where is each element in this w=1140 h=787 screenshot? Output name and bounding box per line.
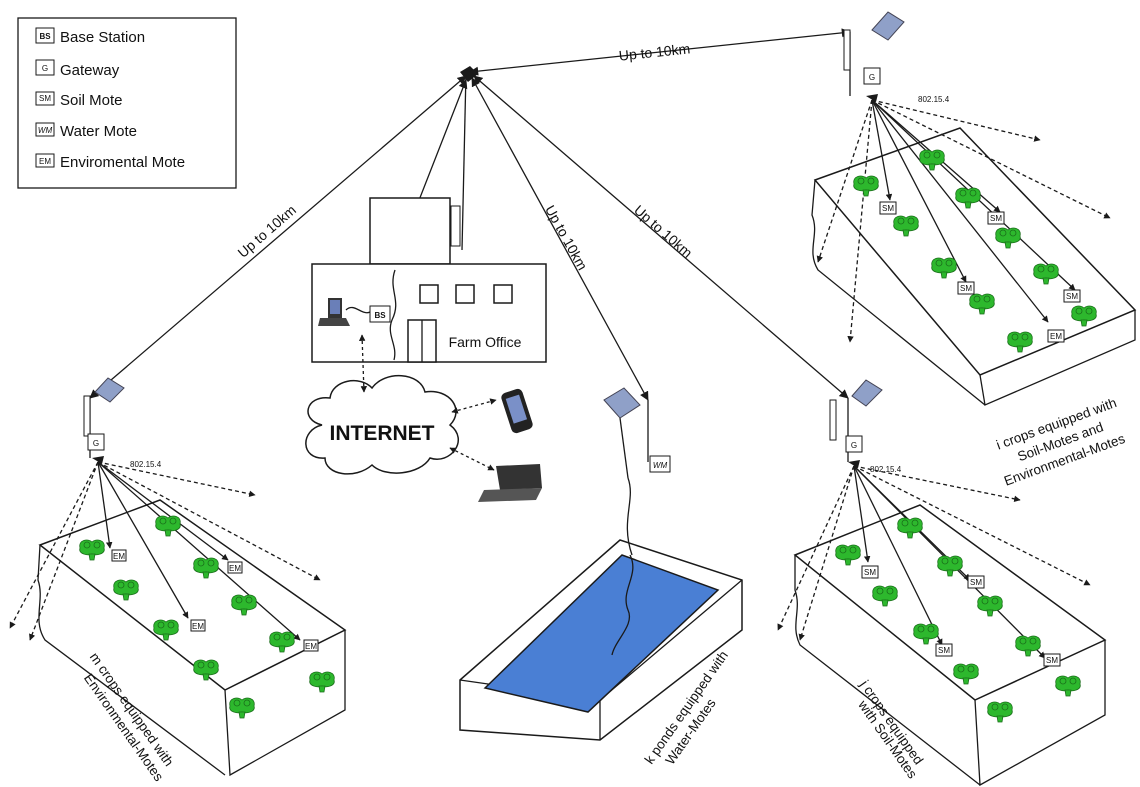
- right-bottom-protocol-label: 802.15.4: [870, 465, 902, 474]
- svg-text:WM: WM: [38, 126, 53, 135]
- legend-item-gateway: G Gateway: [35, 59, 120, 79]
- pond-field: WM: [459, 387, 743, 741]
- rt-soil-mote-1: SM: [882, 204, 894, 213]
- left-env-mote-1: EM: [113, 552, 125, 561]
- svg-text:EM: EM: [39, 157, 51, 166]
- rt-soil-mote-3: SM: [960, 284, 972, 293]
- right-top-gateway: G: [843, 11, 905, 102]
- laptop-icon: [478, 464, 542, 502]
- left-gateway: G: [83, 377, 125, 464]
- right-top-gateway-label: G: [869, 73, 875, 82]
- base-station-label: BS: [374, 311, 386, 320]
- farm-office-label: Farm Office: [449, 334, 522, 350]
- left-gateway-label: G: [93, 439, 99, 448]
- computer-icon: [318, 298, 350, 326]
- left-env-mote-3: EM: [192, 622, 204, 631]
- rb-soil-mote-1: SM: [864, 568, 876, 577]
- rb-soil-mote-4: SM: [1046, 656, 1058, 665]
- legend: BS Base Station G Gateway SM Soil Mote W…: [17, 17, 237, 189]
- smartphone-icon: [501, 388, 533, 434]
- rt-soil-mote-4: SM: [1066, 292, 1078, 301]
- solar-panel-icon: [603, 387, 641, 419]
- legend-item-base-station: BS Base Station: [35, 27, 145, 46]
- rt-env-mote-1: EM: [1050, 332, 1062, 341]
- right-bottom-gateway-label: G: [851, 441, 857, 450]
- left-field: G 802.15.4 EM EM EM EM: [9, 377, 347, 777]
- right-top-field: G 802.15.4 SM SM SM SM EM: [811, 11, 1137, 406]
- right-bottom-field: G 802.15.4 SM SM SM SM: [777, 379, 1107, 787]
- svg-text:BS: BS: [39, 32, 51, 41]
- link-label-right: Up to 10km: [631, 202, 696, 261]
- link-label-top: Up to 10km: [618, 40, 691, 63]
- internet-cloud: INTERNET: [305, 374, 459, 475]
- farm-office: BS Farm Office: [311, 197, 547, 363]
- svg-text:Soil Mote: Soil Mote: [60, 92, 123, 109]
- left-env-mote-2: EM: [229, 564, 241, 573]
- svg-text:Gateway: Gateway: [60, 62, 120, 79]
- svg-text:Water Mote: Water Mote: [60, 123, 137, 140]
- right-top-protocol-label: 802.15.4: [918, 95, 950, 104]
- link-label-pond: Up to 10km: [542, 202, 591, 272]
- svg-text:G: G: [42, 64, 48, 73]
- central-tower: [450, 66, 478, 251]
- rb-soil-mote-2: SM: [970, 578, 982, 587]
- right-bottom-gateway: G: [829, 379, 883, 468]
- left-env-mote-4: EM: [305, 642, 317, 651]
- rb-soil-mote-3: SM: [938, 646, 950, 655]
- svg-text:Base Station: Base Station: [60, 29, 145, 46]
- left-protocol-label: 802.15.4: [130, 460, 162, 469]
- rt-soil-mote-2: SM: [990, 214, 1002, 223]
- water-mote-label: WM: [653, 461, 668, 470]
- link-label-left: Up to 10km: [234, 202, 299, 261]
- svg-text:SM: SM: [39, 94, 51, 103]
- svg-text:Enviromental Mote: Enviromental Mote: [60, 154, 185, 171]
- internet-label: INTERNET: [330, 422, 435, 445]
